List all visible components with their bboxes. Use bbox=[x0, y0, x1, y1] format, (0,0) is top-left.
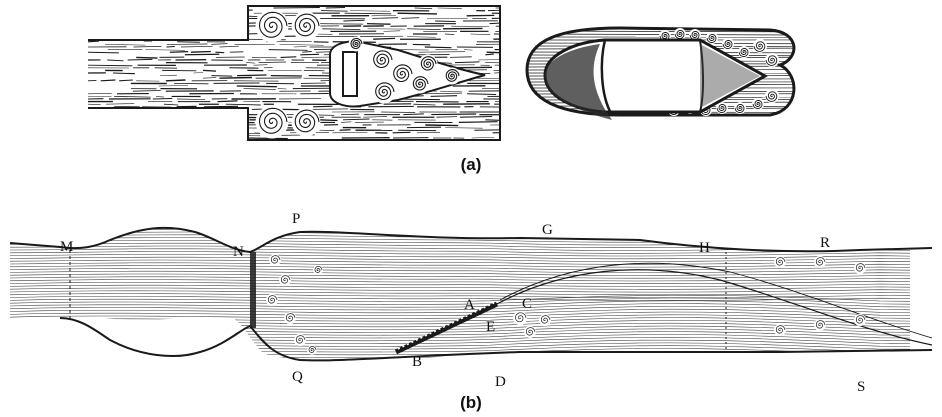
vortex-swirl bbox=[147, 337, 154, 343]
label-S: S bbox=[857, 379, 865, 395]
label-B: B bbox=[412, 354, 422, 370]
panel-b-inclined-plate bbox=[396, 303, 497, 352]
label-G: G bbox=[542, 222, 553, 238]
panel-a-channel-diagram bbox=[88, 6, 543, 140]
label-M: M bbox=[60, 239, 73, 255]
label-R: R bbox=[820, 235, 830, 251]
label-A: A bbox=[464, 297, 475, 313]
label-Q: Q bbox=[292, 369, 303, 385]
label-D: D bbox=[495, 374, 506, 390]
label-H: H bbox=[699, 240, 710, 256]
label-E: E bbox=[486, 319, 495, 335]
panel-a-projectile-diagram bbox=[527, 28, 800, 120]
label-N: N bbox=[233, 244, 244, 260]
panel-a-caption: (a) bbox=[461, 155, 482, 174]
label-P: P bbox=[292, 211, 300, 227]
vortex-swirl bbox=[117, 327, 124, 333]
vortex-swirl bbox=[177, 332, 184, 338]
section-band-N bbox=[250, 252, 256, 328]
label-C: C bbox=[522, 296, 532, 312]
panel-b-flow-hatching bbox=[10, 221, 932, 363]
panel-b-channel-diagram: M N P Q G H R S A B C D E bbox=[10, 211, 932, 395]
panel-b-caption: (b) bbox=[460, 393, 482, 412]
